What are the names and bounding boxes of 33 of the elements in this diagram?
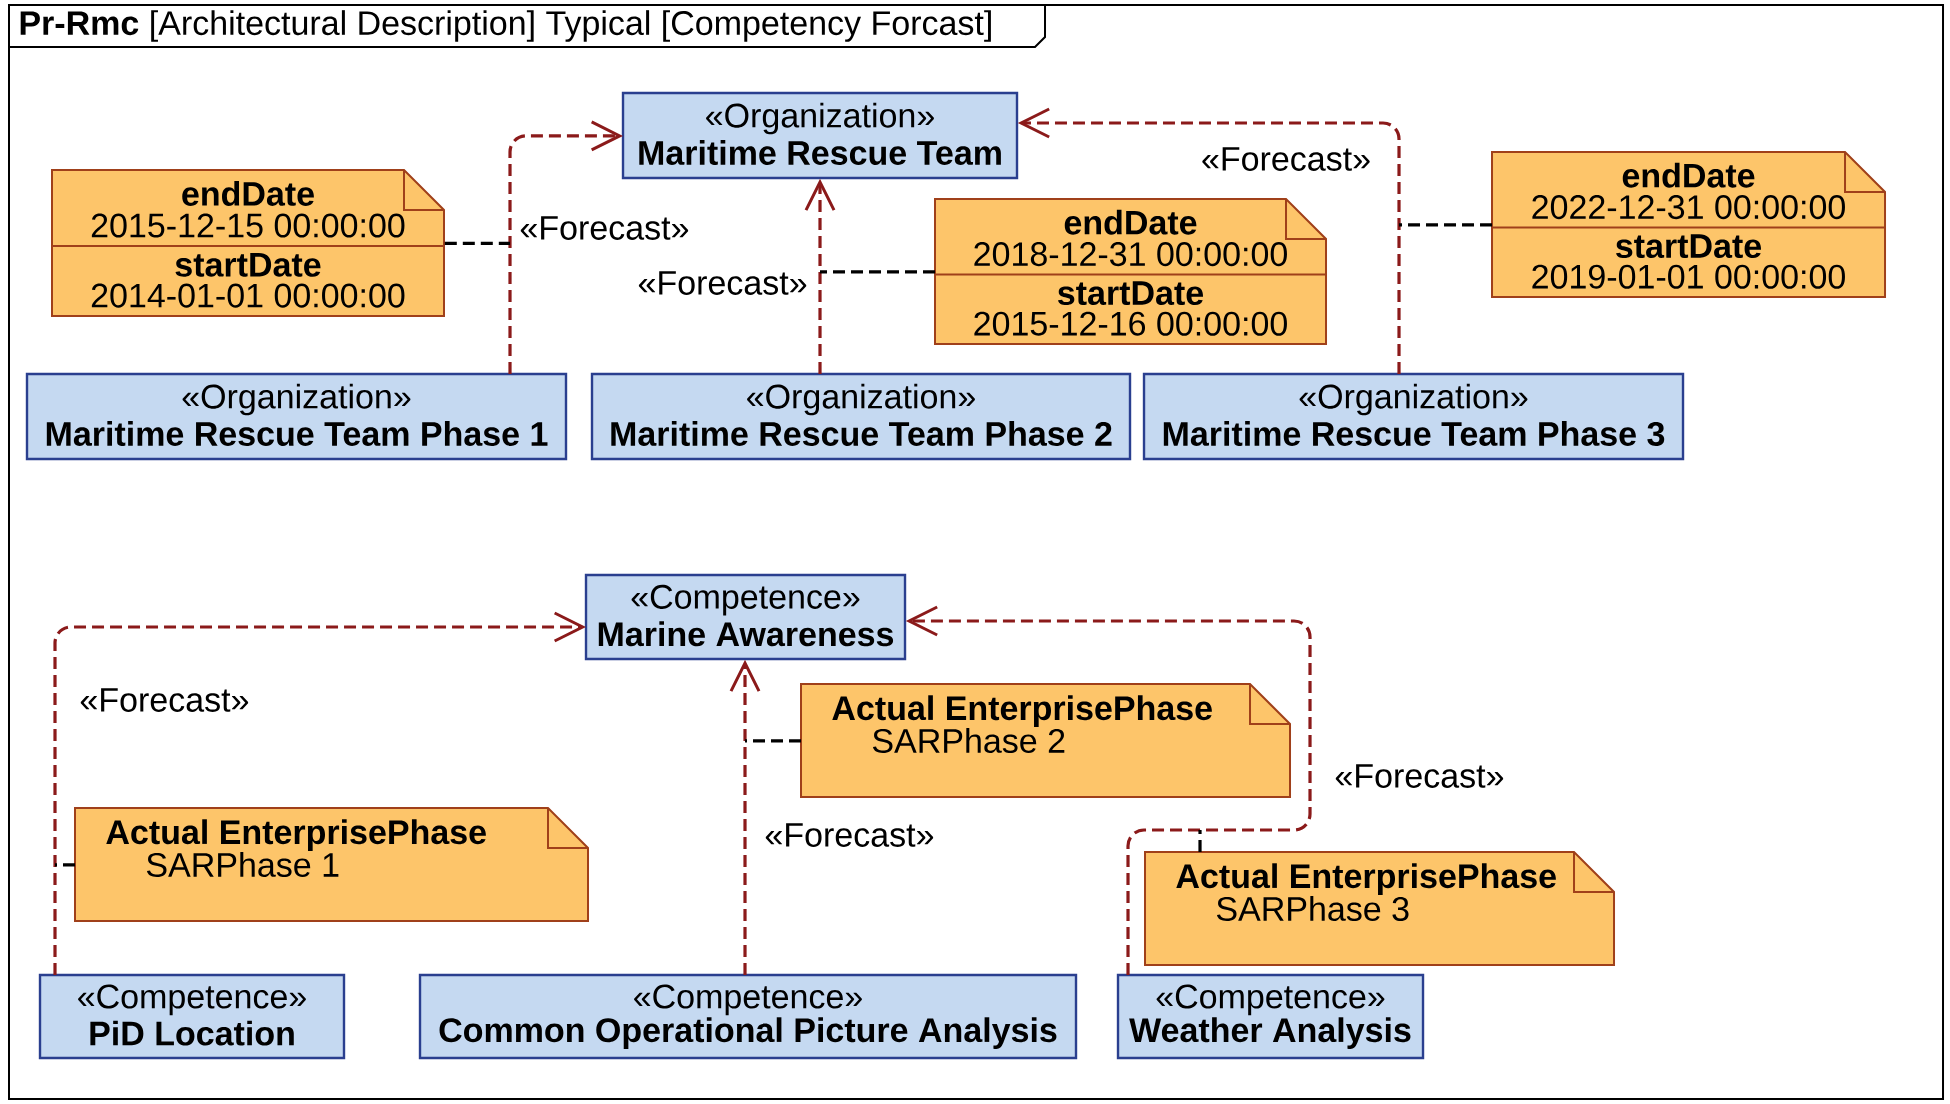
note: Actual EnterprisePhase SARPhase 2 (800, 683, 1291, 798)
anchor-line (745, 739, 801, 743)
dependency-arrow (729, 659, 761, 975)
element-box: «Competence» Weather Analysis (1116, 973, 1425, 1060)
dependency-arrow (804, 178, 836, 374)
dependency-arrow (53, 611, 586, 975)
dependency-arrow (508, 120, 623, 374)
element-box: «Organization» Maritime Rescue Team Phase 1 (25, 372, 568, 461)
element-box: «Competence» PiD Location (38, 973, 346, 1060)
element-box: «Organization» Maritime Rescue Team Phase 3 (1142, 372, 1685, 461)
edge-label: «Forecast» (760, 819, 939, 851)
dependency-arrow (1017, 107, 1401, 374)
note: endDate 2015-12-15 00:00:00 startDate 2014-01-01 00:00:00 (51, 169, 445, 317)
element-box: «Competence» Marine Awareness (584, 573, 907, 661)
anchor-line (444, 241, 510, 245)
note: endDate 2018-12-31 00:00:00 startDate 2015-12-16 00:00:00 (934, 198, 1327, 345)
edge-label: «Forecast» (1330, 760, 1509, 792)
frame-title-tab: Pr-Rmc [Architectural Description] Typical [Competency Forcast] (8, 4, 1046, 48)
element-box: «Organization» Maritime Rescue Team (621, 91, 1019, 180)
edge-label: «Forecast» (515, 212, 694, 244)
element-box: «Organization» Maritime Rescue Team Phase 2 (590, 372, 1132, 461)
element-box: «Competence» Common Operational Picture Analysis (418, 973, 1078, 1060)
anchor-line (820, 270, 935, 274)
anchor-line (55, 863, 75, 867)
edge-label: «Forecast» (633, 267, 812, 299)
dependency-arrow (905, 605, 1312, 975)
note: Actual EnterprisePhase SARPhase 1 (74, 807, 589, 922)
edge-label: «Forecast» (75, 684, 254, 716)
anchor-line (1198, 830, 1202, 852)
edge-label: «Forecast» (1196, 143, 1376, 175)
anchor-line (1399, 223, 1492, 227)
note: endDate 2022-12-31 00:00:00 startDate 2019-01-01 00:00:00 (1491, 151, 1886, 298)
note: Actual EnterprisePhase SARPhase 3 (1144, 851, 1615, 966)
